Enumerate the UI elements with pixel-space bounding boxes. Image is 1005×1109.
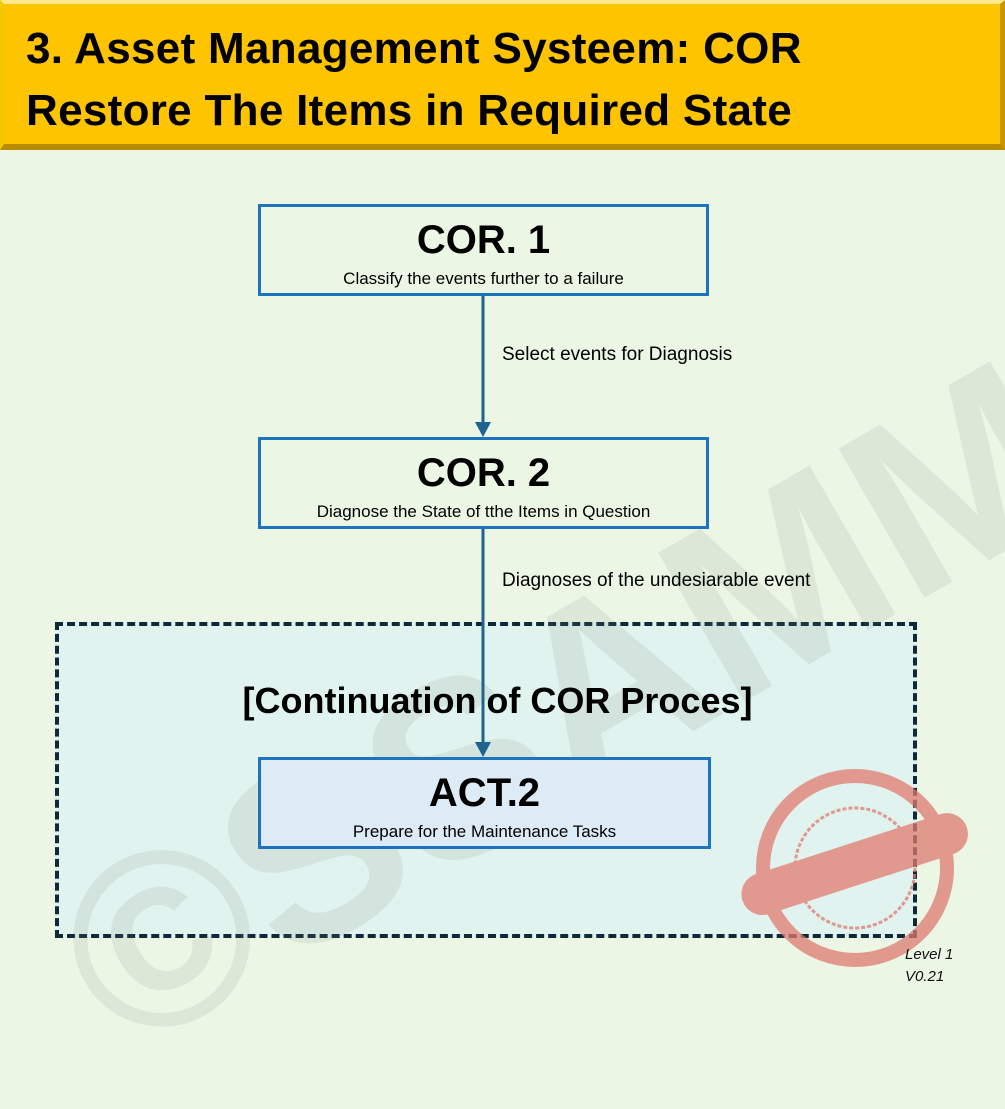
node-title: COR. 2 xyxy=(416,451,551,495)
edge-label-2: Diagnoses of the undesiarable event xyxy=(502,570,811,591)
title-line-1: 3. Asset Management Systeem: COR xyxy=(26,24,802,73)
node-description: Classify the events further to a failure xyxy=(343,269,624,288)
arrow-cor2-act2 xyxy=(475,529,491,757)
arrows xyxy=(475,296,491,757)
node-description: Diagnose the State of tthe Items in Ques… xyxy=(316,502,651,521)
node-title: COR. 1 xyxy=(416,218,551,262)
protected-image-stamp xyxy=(741,769,968,967)
node-act2: ACT.2 Prepare for the Maintenance Tasks xyxy=(258,757,711,849)
edge-label-1: Select events for Diagnosis xyxy=(502,344,733,365)
title-line-2: Restore The Items in Required State xyxy=(26,86,793,135)
continuation-label: [Continuation of COR Proces] xyxy=(242,680,753,721)
level-label: Level 1 xyxy=(905,946,954,963)
title-banner: 3. Asset Management Systeem: COR Restore… xyxy=(0,0,1005,150)
arrow-cor1-cor2 xyxy=(475,296,491,437)
node-cor1: COR. 1 Classify the events further to a … xyxy=(258,204,709,296)
version-label: V0.21 xyxy=(905,968,945,985)
node-description: Prepare for the Maintenance Tasks xyxy=(352,822,617,841)
node-title: ACT.2 xyxy=(428,771,541,815)
page-title: 3. Asset Management Systeem: COR Restore… xyxy=(26,18,802,142)
node-cor2: COR. 2 Diagnose the State of tthe Items … xyxy=(258,437,709,529)
